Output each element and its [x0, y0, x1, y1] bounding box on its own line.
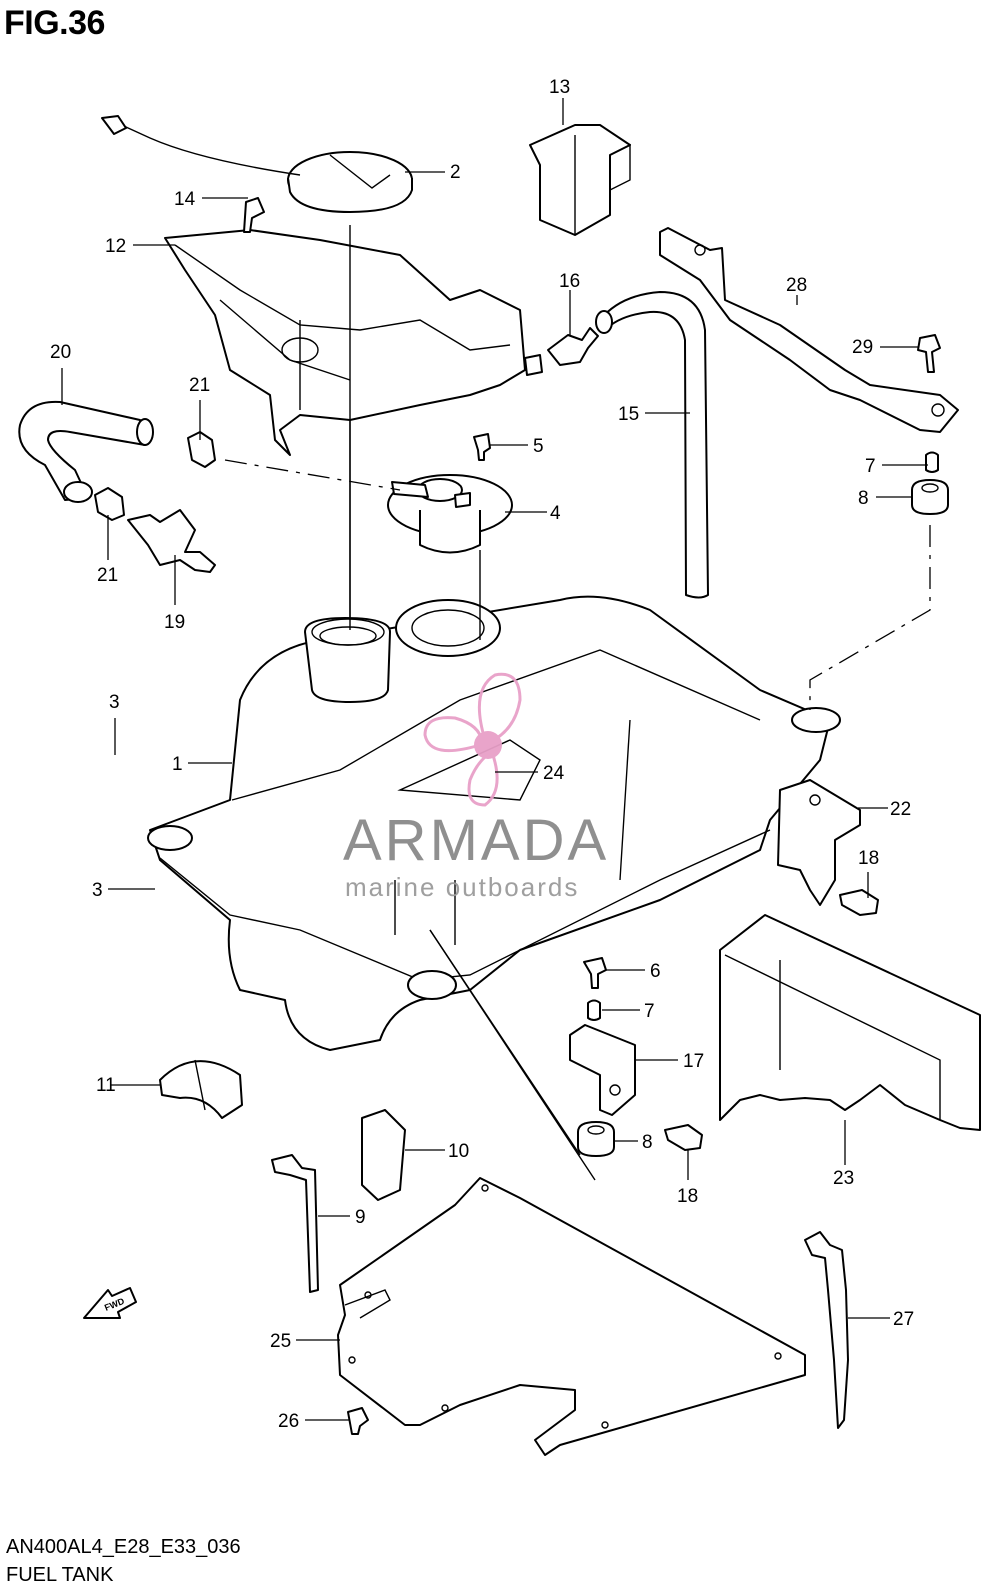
callout-7-upper: 7: [865, 456, 876, 477]
assembly-lines: [224, 225, 931, 1181]
callout-21-lower: 21: [97, 565, 118, 586]
bracket-22: [777, 779, 861, 906]
callout-26: 26: [278, 1411, 299, 1432]
callout-7-lower: 7: [644, 1001, 655, 1022]
diagram-code: AN400AL4_E28_E33_036: [6, 1536, 241, 1558]
callout-28: 28: [786, 275, 807, 296]
callout-18-upper: 18: [858, 848, 879, 869]
callout-24: 24: [543, 763, 565, 784]
valve-19: [127, 509, 216, 573]
upper-cover: [164, 229, 543, 456]
propeller-logo: [423, 672, 522, 807]
callout-8-upper: 8: [858, 488, 869, 509]
callout-14: 14: [174, 189, 196, 210]
cushion-8-lower: [577, 1121, 615, 1157]
bracket-17: [569, 1024, 636, 1116]
clip-26: [347, 1407, 369, 1435]
cushion-11: [159, 1059, 243, 1119]
callout-19: 19: [164, 612, 185, 633]
watermark-name: ARMADA: [343, 808, 609, 873]
clip-14: [243, 197, 265, 233]
callout-23: 23: [833, 1168, 854, 1189]
armada-watermark: ARMADA marine outboards: [343, 672, 609, 902]
bolt-29: [917, 334, 941, 373]
cable-tie-27: [804, 1231, 849, 1429]
callout-27: 27: [893, 1309, 914, 1330]
callout-18-lower: 18: [677, 1186, 698, 1207]
clamp-21-upper: [187, 431, 216, 468]
callout-10: 10: [448, 1141, 469, 1162]
callout-13: 13: [549, 77, 570, 98]
callout-8-lower: 8: [642, 1132, 653, 1153]
under-cover-25: [337, 1177, 806, 1456]
callout-21-upper: 21: [189, 375, 210, 396]
callout-9: 9: [355, 1207, 366, 1228]
bolt-5: [473, 433, 491, 461]
bolt-6: [583, 957, 607, 989]
bolt-18-upper: [839, 889, 879, 916]
hose-15: [599, 291, 709, 599]
callout-2: 2: [450, 162, 461, 183]
callout-16: 16: [559, 271, 580, 292]
callout-29: 29: [852, 337, 873, 358]
cushion-8-upper: [911, 479, 949, 515]
leader-lines: [61, 98, 928, 1421]
callout-3-upper: 3: [109, 692, 120, 713]
clamp-21-lower: [94, 487, 125, 521]
callout-11: 11: [96, 1075, 116, 1096]
figure-title: FIG.36: [4, 4, 105, 42]
callout-22: 22: [890, 799, 911, 820]
collar-7-upper: [925, 451, 939, 473]
strap-9: [271, 1154, 319, 1293]
bracket-28: [659, 227, 959, 433]
fitting-16: [547, 327, 599, 366]
bracket-13: [529, 124, 631, 236]
callout-labels: 13 2 14 12 16 28 29 20 21 5 15 4 7 8 21 …: [50, 77, 914, 1432]
fwd-arrow: FWD: [83, 1287, 137, 1319]
hose-20: [18, 400, 146, 501]
callout-4: 4: [550, 503, 561, 524]
fuel-cap: [101, 115, 413, 213]
callout-25: 25: [270, 1331, 291, 1352]
bolt-18-lower: [664, 1124, 703, 1151]
diagram-name: FUEL TANK: [6, 1564, 114, 1586]
callout-3-lower: 3: [92, 880, 103, 901]
callout-20: 20: [50, 342, 71, 363]
callout-1: 1: [172, 754, 183, 775]
fuel-tank: [147, 595, 841, 1051]
callout-6: 6: [650, 961, 661, 982]
callout-5: 5: [533, 436, 544, 457]
watermark-tagline: marine outboards: [345, 872, 579, 902]
clip-10: [361, 1109, 406, 1201]
callout-15: 15: [618, 404, 639, 425]
callout-17: 17: [683, 1051, 704, 1072]
fuel-pump-plate-4: [387, 474, 513, 554]
callout-12: 12: [105, 236, 126, 257]
collar-7-lower: [587, 999, 601, 1021]
side-cover-23: [719, 914, 981, 1131]
